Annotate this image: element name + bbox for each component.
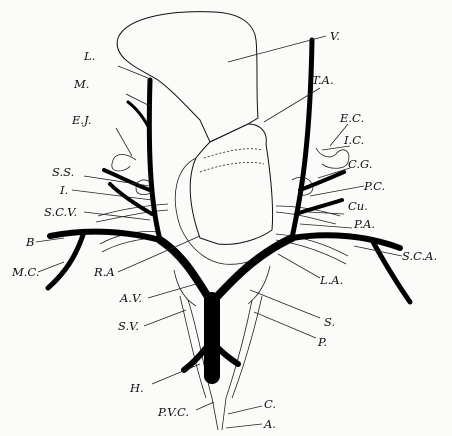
aorta-line-right: [248, 266, 270, 304]
label-ec: E.C.: [339, 111, 364, 125]
label-m: M.: [73, 77, 89, 91]
left-cardinal: [160, 240, 210, 300]
label-i: I.: [59, 183, 68, 197]
label-ss: S.S.: [52, 165, 74, 179]
right-arch-4: [276, 212, 336, 224]
label-a: A.: [263, 417, 276, 431]
label-sv: S.V.: [118, 319, 139, 333]
label-av: A.V.: [119, 291, 142, 305]
label-ra: R.A: [93, 265, 115, 279]
truncus-dotted-band-2: [200, 162, 264, 172]
right-branch-mid: [296, 200, 342, 214]
label-pc: P.C.: [363, 179, 385, 193]
label-l: L.: [83, 49, 95, 63]
label-v: V.: [330, 29, 340, 43]
label-b: B: [25, 235, 34, 249]
label-ta: T.A.: [312, 73, 334, 87]
left-jugular: [149, 80, 160, 240]
ventricle-outline: [117, 12, 258, 142]
label-la: L.A.: [319, 273, 343, 287]
label-s: S.: [324, 315, 335, 329]
right-cardinal: [214, 238, 292, 300]
label-c: C.: [264, 397, 276, 411]
truncus-dotted-band: [204, 149, 262, 158]
left-jugular-twig: [128, 102, 150, 130]
label-sca: S.C.A.: [402, 249, 437, 263]
label-pa: P.A.: [353, 217, 375, 231]
left-subclavian: [50, 232, 160, 240]
pvc-line-right-2: [232, 296, 262, 398]
label-cu: Cu.: [348, 199, 368, 213]
atrium-outline: [175, 158, 272, 264]
external-jugular-left: [112, 155, 136, 172]
label-h: H.: [129, 381, 144, 395]
label-ic: I.C.: [343, 133, 364, 147]
left-arch-3: [98, 204, 168, 216]
label-mc: M.C.: [11, 265, 39, 279]
label-pvc: P.V.C.: [157, 405, 189, 419]
truncus-outline: [190, 124, 272, 244]
label-cg: C.G.: [348, 157, 372, 171]
pvc-line-left-2: [180, 296, 206, 398]
external-carotid-right: [316, 148, 349, 168]
label-scv: S.C.V.: [44, 205, 77, 219]
hepatic-right: [218, 348, 238, 364]
left-branch-lower: [48, 232, 84, 288]
right-branch-upper: [300, 172, 344, 190]
right-subclavian: [292, 235, 400, 248]
label-p: P.: [317, 335, 327, 349]
label-ej: E.J.: [71, 113, 91, 127]
